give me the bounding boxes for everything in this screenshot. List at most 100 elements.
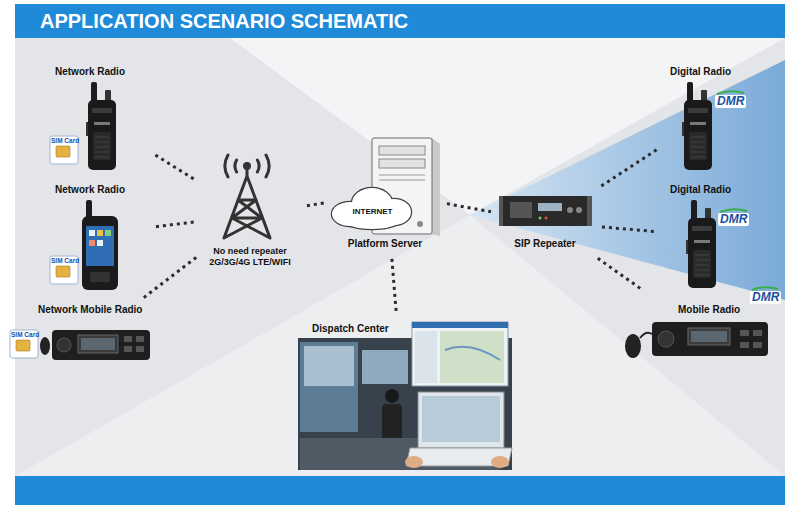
screenshot-list xyxy=(415,331,437,383)
sim-label: SIM Card xyxy=(51,137,79,144)
drive-bay xyxy=(379,146,425,155)
sim-card xyxy=(50,256,78,284)
led xyxy=(539,217,542,220)
dmr-swoosh xyxy=(752,287,778,290)
dotted-link xyxy=(392,259,396,314)
dotted-link xyxy=(307,203,326,206)
dotted-link xyxy=(144,257,197,298)
app-icon xyxy=(89,230,95,236)
radio-display xyxy=(691,331,727,342)
dmr-logo: DMR xyxy=(715,95,746,108)
device-label: Platform Server xyxy=(330,238,440,250)
dotted-link xyxy=(601,150,656,186)
device-node: No need repeater 2G/3G/4G LTE/WIFI xyxy=(200,150,303,280)
handheld-radio xyxy=(86,82,116,170)
microphone xyxy=(625,334,641,358)
smartphone-radio xyxy=(82,200,118,290)
device-node: Network Mobile Radio xyxy=(30,300,160,370)
internet-cloud xyxy=(332,188,411,229)
sim-card xyxy=(10,330,38,358)
title-band xyxy=(15,4,785,38)
knob xyxy=(658,331,674,347)
blue-wedge xyxy=(470,60,785,300)
dotted-link xyxy=(447,204,491,212)
sim-card-body xyxy=(10,330,38,358)
sip-repeater-unit xyxy=(499,196,592,226)
knob xyxy=(567,207,573,213)
wall-monitor xyxy=(362,350,408,384)
led xyxy=(545,217,548,220)
sim-card-body xyxy=(50,256,78,284)
device-node: Dispatch Center xyxy=(292,318,514,474)
signal-wave xyxy=(235,160,259,172)
app-icon xyxy=(105,230,111,236)
ground xyxy=(15,38,785,476)
wall-monitor xyxy=(300,342,358,432)
device-label: Network Radio xyxy=(55,184,125,196)
screenshot-header xyxy=(412,322,508,328)
button xyxy=(740,330,749,336)
sim-label: SIM Card xyxy=(51,257,79,264)
device-node: INTERNET Platform Server xyxy=(330,130,443,255)
radio-display xyxy=(81,338,115,350)
sim-chip xyxy=(56,146,70,157)
drive-bay xyxy=(379,159,425,168)
radio-screen xyxy=(688,328,730,345)
monitor-map xyxy=(304,346,354,386)
software-screenshot xyxy=(412,322,508,386)
device-node: Mobile Radio xyxy=(615,292,783,368)
cloud-fill xyxy=(342,209,402,229)
dmr-swoosh xyxy=(720,209,747,212)
cloud-puff xyxy=(342,209,402,229)
tower-top xyxy=(243,162,251,170)
handheld-radio xyxy=(682,82,712,170)
map-road xyxy=(445,347,500,360)
bottom-band xyxy=(15,476,785,505)
device-label: Network Radio xyxy=(55,66,125,78)
rack-ear xyxy=(587,196,592,226)
app-icon xyxy=(89,240,95,246)
dmr-swoosh xyxy=(717,91,744,94)
app-icon xyxy=(97,230,103,236)
button xyxy=(124,336,132,342)
dotted-link xyxy=(156,222,196,227)
radio-screen xyxy=(78,335,118,353)
mic-cord xyxy=(640,333,652,338)
signal-wave xyxy=(225,155,269,177)
phone-keys xyxy=(90,272,110,282)
screenshot-map xyxy=(440,331,504,383)
microphone xyxy=(40,337,50,355)
device-node: Digital Radio xyxy=(660,180,750,292)
hand xyxy=(405,456,423,468)
button xyxy=(136,336,144,342)
knob xyxy=(576,207,582,213)
device-label: Digital Radio xyxy=(670,184,731,196)
radio-tower xyxy=(224,155,270,238)
mobile-radio xyxy=(625,322,768,358)
device-node: SIP Repeater xyxy=(495,188,598,256)
button xyxy=(740,342,749,348)
sim-label: SIM Card xyxy=(11,331,39,338)
laptop-screen xyxy=(418,392,504,448)
button xyxy=(753,342,762,348)
tower-frame xyxy=(224,168,270,238)
device-node: Digital Radio xyxy=(660,62,750,174)
dmr-logo: DMR xyxy=(718,213,749,226)
device-label: SIP Repeater xyxy=(495,238,595,250)
phone-screen xyxy=(86,226,114,266)
dotted-link xyxy=(598,258,642,289)
button xyxy=(136,346,144,352)
dmr-logo: DMR xyxy=(750,291,781,304)
repeater-body xyxy=(503,196,587,226)
device-label: Network Mobile Radio xyxy=(38,304,142,316)
laptop-map xyxy=(422,396,500,442)
sim-chip xyxy=(16,340,30,351)
app-icon xyxy=(97,240,103,246)
dispatch-illustration xyxy=(298,322,512,470)
device-label: INTERNET xyxy=(340,207,405,217)
diagram-title: APPLICATION SCENARIO SCHEMATIC xyxy=(40,9,408,33)
device-label: Dispatch Center xyxy=(312,323,389,335)
